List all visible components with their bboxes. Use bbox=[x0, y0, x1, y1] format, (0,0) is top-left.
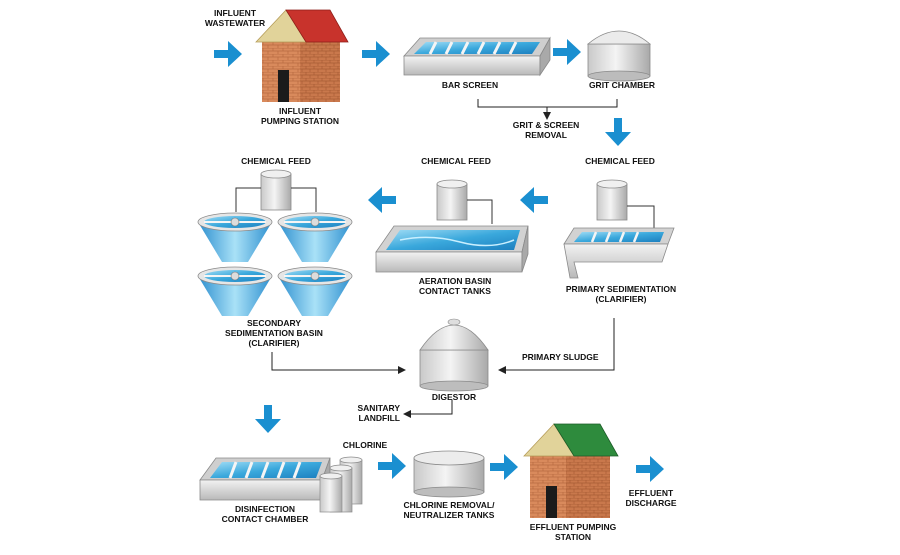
label-digestor: DIGESTOR bbox=[431, 392, 477, 402]
connector-secondary-sludge bbox=[271, 352, 406, 374]
flow-arrow bbox=[520, 187, 548, 213]
label-primary-sedimentation: PRIMARY SEDIMENTATION (CLARIFIER) bbox=[565, 284, 677, 304]
label-influent-wastewater: INFLUENT WASTEWATER bbox=[204, 8, 266, 28]
label-influent-pumping-station: INFLUENT PUMPING STATION bbox=[260, 106, 340, 126]
connector-grit-screen bbox=[477, 99, 618, 120]
bar-screen-illustration bbox=[403, 36, 551, 77]
label-chlorine: CHLORINE bbox=[342, 440, 388, 450]
secondary-clarifier bbox=[277, 212, 353, 262]
label-primary-sludge: PRIMARY SLUDGE bbox=[522, 352, 599, 362]
label-grit-screen-removal: GRIT & SCREEN REMOVAL bbox=[512, 120, 580, 140]
digestor-illustration bbox=[419, 318, 489, 392]
connector-primary-sludge bbox=[498, 318, 615, 374]
label-chemical-feed-right: CHEMICAL FEED bbox=[585, 156, 655, 166]
flow-arrow bbox=[605, 118, 631, 146]
disinfection-chamber-illustration bbox=[199, 457, 331, 501]
influent-pumping-station-illustration bbox=[255, 9, 349, 102]
label-chlorine-removal: CHLORINE REMOVAL/ NEUTRALIZER TANKS bbox=[403, 500, 495, 520]
flow-arrow bbox=[553, 39, 581, 65]
chemical-feed-tank-right bbox=[596, 179, 655, 230]
label-effluent-discharge: EFFLUENT DISCHARGE bbox=[625, 488, 677, 508]
grit-chamber-illustration bbox=[586, 30, 652, 82]
label-chemical-feed-left: CHEMICAL FEED bbox=[241, 156, 311, 166]
connector-landfill bbox=[403, 400, 453, 418]
secondary-clarifier bbox=[197, 212, 273, 262]
label-sanitary-landfill: SANITARY LANDFILL bbox=[357, 403, 401, 423]
chlorine-cylinders bbox=[319, 456, 363, 513]
flow-arrow bbox=[636, 456, 664, 482]
effluent-pumping-station-illustration bbox=[523, 423, 619, 518]
label-secondary-sedimentation: SECONDARY SEDIMENTATION BASIN (CLARIFIER… bbox=[225, 318, 323, 348]
label-disinfection-contact-chamber: DISINFECTION CONTACT CHAMBER bbox=[221, 504, 309, 524]
flow-arrow bbox=[368, 187, 396, 213]
aeration-basin-illustration bbox=[375, 225, 529, 273]
label-chemical-feed-middle: CHEMICAL FEED bbox=[421, 156, 491, 166]
flow-arrow bbox=[490, 454, 518, 480]
secondary-clarifier bbox=[197, 266, 273, 316]
flow-arrow bbox=[255, 405, 281, 433]
label-effluent-pumping-station: EFFLUENT PUMPING STATION bbox=[529, 522, 617, 542]
label-grit-chamber: GRIT CHAMBER bbox=[588, 80, 656, 90]
secondary-clarifier bbox=[277, 266, 353, 316]
neutralizer-tank-illustration bbox=[413, 450, 485, 498]
flow-arrow bbox=[378, 453, 406, 479]
primary-clarifier-illustration bbox=[563, 227, 675, 279]
flow-arrow bbox=[362, 41, 390, 67]
flow-arrow bbox=[214, 41, 242, 67]
chemical-feed-tank-left bbox=[235, 169, 317, 212]
chemical-feed-tank-middle bbox=[436, 179, 493, 224]
label-aeration-basin: AERATION BASIN CONTACT TANKS bbox=[418, 276, 492, 296]
label-bar-screen: BAR SCREEN bbox=[441, 80, 499, 90]
